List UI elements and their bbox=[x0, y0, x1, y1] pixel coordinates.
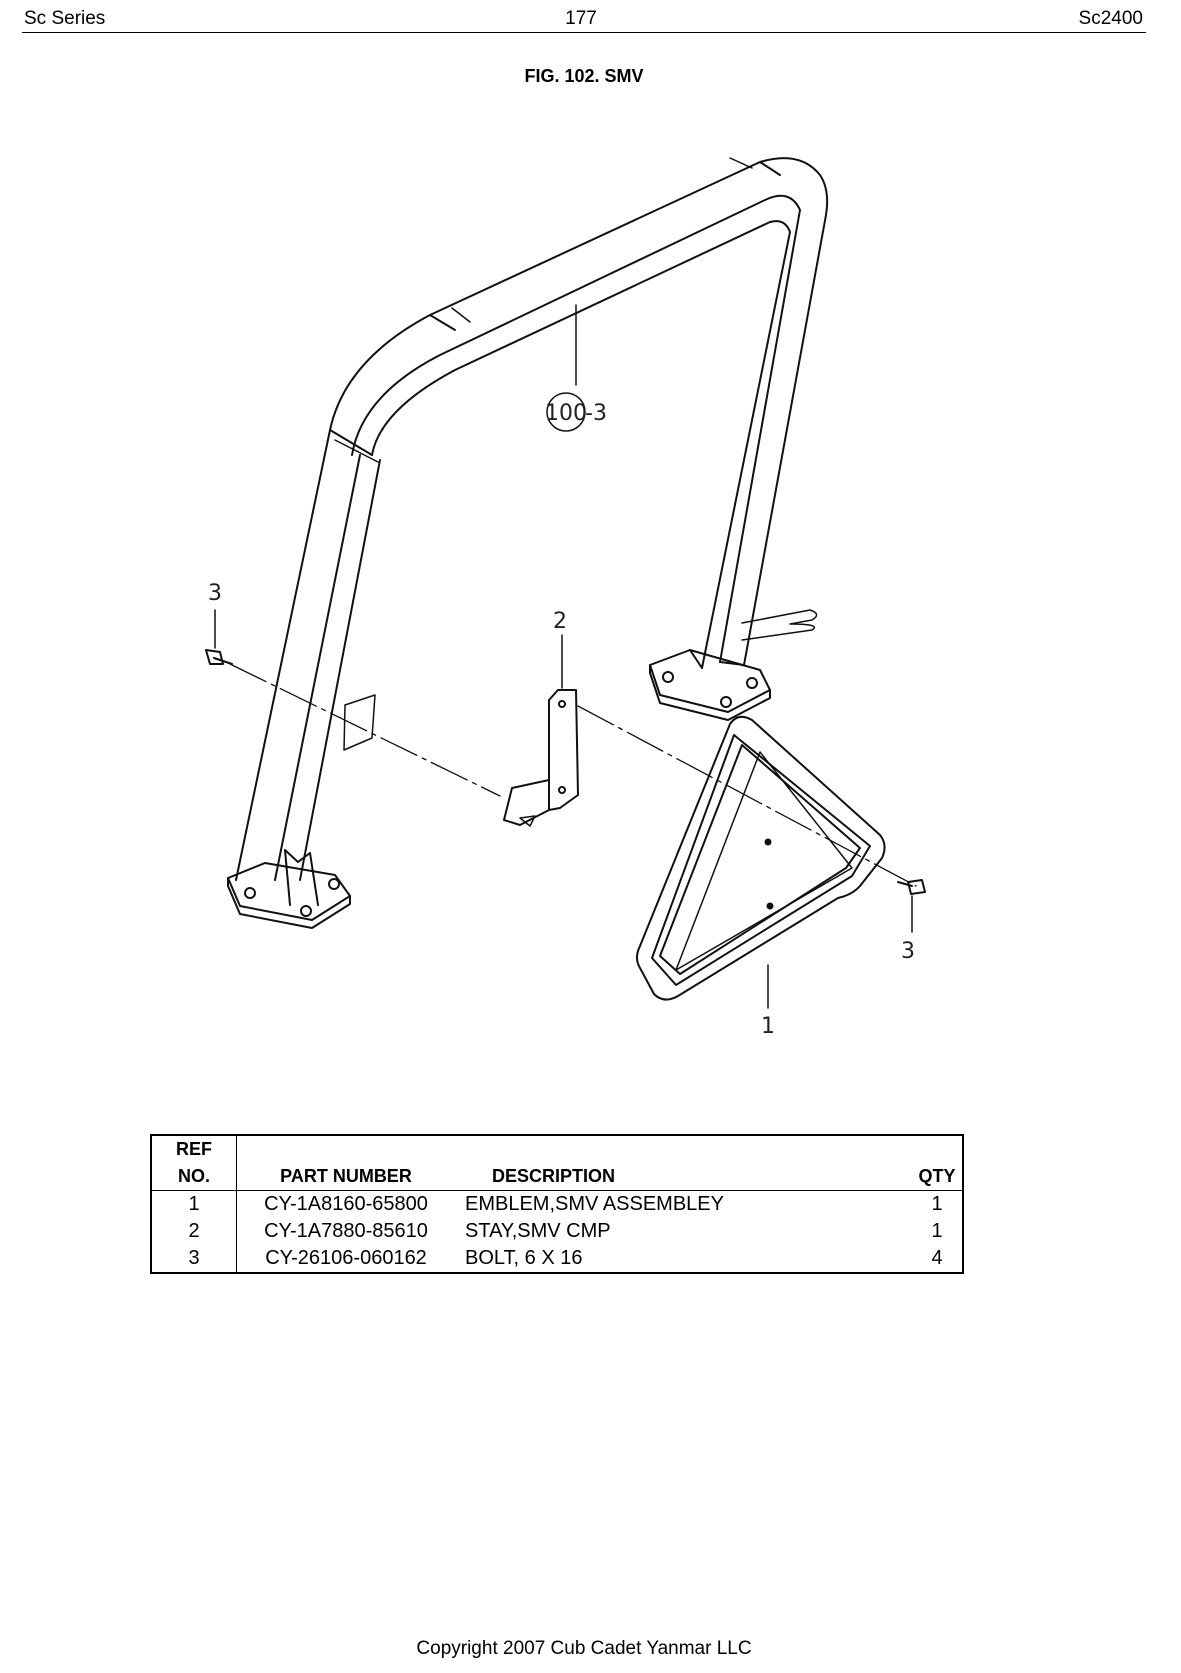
header-part-number: PART NUMBER bbox=[237, 1163, 456, 1191]
ref-cell: 1 bbox=[151, 1191, 237, 1219]
exploded-parts-diagram: 100 -3 3 2 3 1 bbox=[0, 0, 1181, 1100]
header-description: DESCRIPTION bbox=[455, 1163, 912, 1191]
qty-cell: 1 bbox=[912, 1191, 963, 1219]
callout-bolt-right: 3 bbox=[901, 939, 915, 964]
parts-table: REF NO. PART NUMBER DESCRIPTION QTY 1 CY… bbox=[150, 1134, 964, 1274]
smv-frame-drawing bbox=[206, 158, 925, 1000]
smv-emblem-drawing bbox=[637, 717, 885, 1000]
header-ref-line1: REF bbox=[151, 1135, 237, 1163]
table-header-row-2: NO. PART NUMBER DESCRIPTION QTY bbox=[151, 1163, 963, 1191]
part-number-cell: CY-1A8160-65800 bbox=[237, 1191, 456, 1219]
table-header-row-1: REF bbox=[151, 1135, 963, 1163]
description-cell: STAY,SMV CMP bbox=[455, 1218, 912, 1245]
copyright-footer: Copyright 2007 Cub Cadet Yanmar LLC bbox=[0, 1638, 1168, 1660]
part-number-cell: CY-1A7880-85610 bbox=[237, 1218, 456, 1245]
qty-cell: 1 bbox=[912, 1218, 963, 1245]
qty-cell: 4 bbox=[912, 1245, 963, 1273]
callout-emblem: 1 bbox=[761, 1014, 775, 1039]
callout-frame-suffix: -3 bbox=[585, 401, 607, 426]
table-row: 2 CY-1A7880-85610 STAY,SMV CMP 1 bbox=[151, 1218, 963, 1245]
ref-cell: 2 bbox=[151, 1218, 237, 1245]
header-ref-line2: NO. bbox=[151, 1163, 237, 1191]
ref-cell: 3 bbox=[151, 1245, 237, 1273]
callout-bolt-left: 3 bbox=[208, 581, 222, 606]
callout-frame-number: 100 bbox=[545, 401, 587, 426]
table-row: 1 CY-1A8160-65800 EMBLEM,SMV ASSEMBLEY 1 bbox=[151, 1191, 963, 1219]
part-number-cell: CY-26106-060162 bbox=[237, 1245, 456, 1273]
description-cell: EMBLEM,SMV ASSEMBLEY bbox=[455, 1191, 912, 1219]
callout-bracket: 2 bbox=[553, 609, 567, 634]
bolt-right-drawing bbox=[898, 880, 925, 894]
header-qty: QTY bbox=[912, 1163, 963, 1191]
description-cell: BOLT, 6 X 16 bbox=[455, 1245, 912, 1273]
stay-bracket-drawing bbox=[504, 690, 578, 826]
bolt-left-drawing bbox=[206, 650, 232, 664]
table-row: 3 CY-26106-060162 BOLT, 6 X 16 4 bbox=[151, 1245, 963, 1273]
